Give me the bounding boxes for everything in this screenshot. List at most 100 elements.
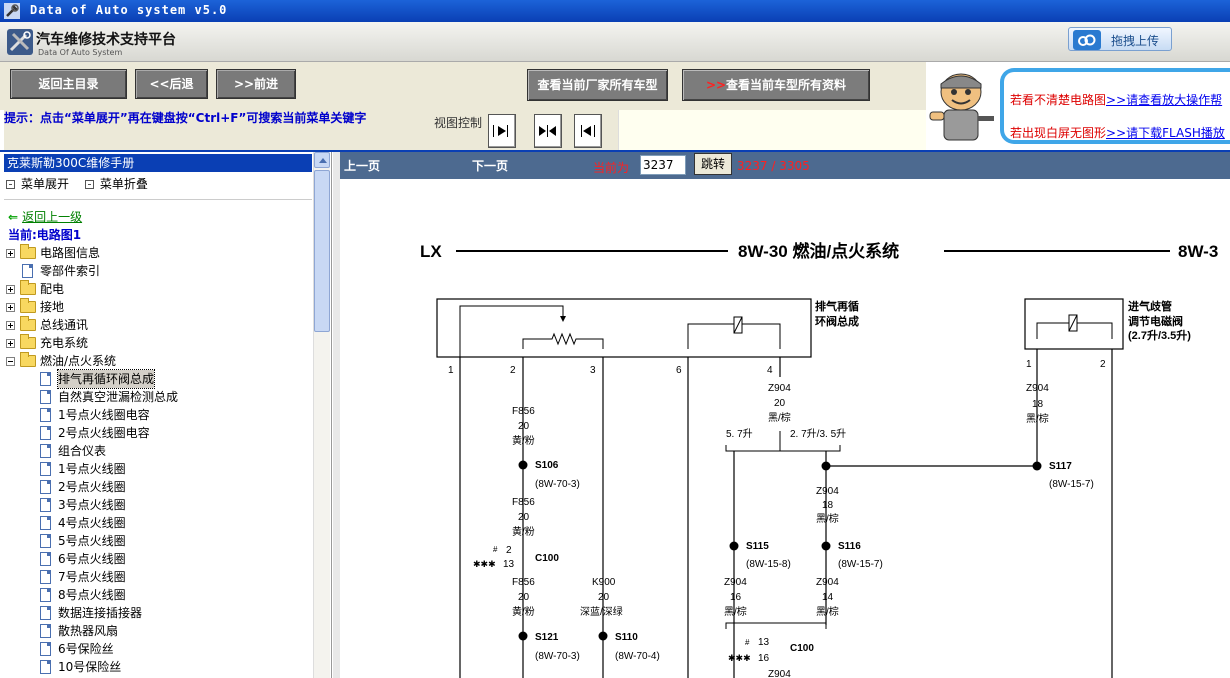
tree-item[interactable]: 6号保险丝	[6, 640, 312, 658]
tree-item[interactable]: 5号点火线圈	[6, 532, 312, 550]
folder-icon	[20, 298, 36, 313]
manual-title: 克莱斯勒300C维修手册	[4, 154, 312, 172]
tree-item[interactable]: 总线通讯	[6, 316, 312, 334]
expand-right-icon	[493, 125, 508, 137]
split-icon	[539, 125, 556, 137]
ad-line-flash: 若出现白屏无图形>>请下载FLASH播放	[1010, 124, 1225, 141]
tree-item-label: 2号点火线圈	[58, 480, 126, 494]
tree-item[interactable]: 排气再循环阀总成	[6, 369, 312, 389]
tree-item[interactable]: 6号点火线圈	[6, 550, 312, 568]
view-all-data-button[interactable]: >>查看当前车型所有资料	[682, 69, 870, 101]
tree-item[interactable]: 1号点火线圈电容	[6, 406, 312, 424]
tree-item-label: 散热器风扇	[58, 624, 119, 638]
iac-label-2: 调节电磁阀	[1128, 314, 1183, 328]
app-subtitle: Data Of Auto System	[38, 48, 123, 57]
tree-item-label: 4号点火线圈	[58, 516, 126, 530]
ad-line-zoom: 若看不清楚电路图>>请查看放大操作帮	[1010, 91, 1222, 108]
splice-s117: S117	[1049, 461, 1072, 472]
minus-collapse-icon[interactable]	[6, 357, 15, 366]
tree-item[interactable]: 组合仪表	[6, 442, 312, 460]
pin-2: 2	[510, 365, 516, 376]
tree-item[interactable]: 电路图信息	[6, 244, 312, 262]
tree-item-label: 数据连接插接器	[58, 606, 143, 620]
scroll-up-arrow-icon[interactable]	[314, 152, 330, 168]
tree-item[interactable]: 4号点火线圈	[6, 514, 312, 532]
tree-item[interactable]: 7号点火线圈	[6, 568, 312, 586]
expand-left-icon	[581, 125, 595, 137]
engine-variant-bracket	[725, 431, 841, 452]
tree-item[interactable]: 配电	[6, 280, 312, 298]
zoom-help-link[interactable]: >>请查看放大操作帮	[1106, 93, 1223, 107]
page-number-input[interactable]	[640, 155, 686, 175]
tree-item[interactable]: 10号保险丝	[6, 658, 312, 676]
tree-item-label: 3号点火线圈	[58, 498, 126, 512]
plus-expand-icon[interactable]	[6, 321, 15, 330]
back-up-link[interactable]: ⇐返回上一级	[8, 208, 82, 225]
variant-57: 5. 7升	[726, 428, 753, 440]
tree-item[interactable]: 2号点火线圈	[6, 478, 312, 496]
tree-item-label: 10号保险丝	[58, 660, 122, 674]
wire-z904-b: Z904	[816, 486, 839, 497]
plus-expand-icon[interactable]	[6, 339, 15, 348]
tree-item-label: 5号点火线圈	[58, 534, 126, 548]
menu-expand-button[interactable]: 菜单展开	[6, 177, 69, 191]
iac-label-3: (2.7升/3.5升)	[1128, 328, 1191, 342]
iac-solenoid-box	[1024, 298, 1124, 350]
splice-s115: S115	[746, 541, 769, 552]
splitter[interactable]	[333, 152, 340, 678]
tree-item[interactable]: 接地	[6, 298, 312, 316]
scroll-thumb[interactable]	[314, 170, 330, 332]
document-icon	[40, 390, 51, 404]
connector-c100: C100	[535, 553, 559, 564]
cloud-upload-icon	[1073, 30, 1101, 50]
view-expand-left-button[interactable]	[574, 114, 602, 148]
wire-z904-a-gauge: 20	[774, 398, 786, 409]
splice-s106: S106	[535, 460, 559, 471]
sidebar-scrollbar[interactable]	[313, 152, 330, 678]
diagram-header-left: LX	[420, 242, 442, 261]
help-ad-panel: 若看不清楚电路图>>请查看放大操作帮 若出现白屏无图形>>请下载FLASH播放	[926, 62, 1230, 150]
prev-page-link[interactable]: 上一页	[344, 159, 381, 173]
tree-item[interactable]: 3号点火线圈	[6, 496, 312, 514]
view-all-models-button[interactable]: 查看当前厂家所有车型	[527, 69, 668, 101]
tree-item[interactable]: 8号点火线圈	[6, 586, 312, 604]
flash-download-link[interactable]: >>请下载FLASH播放	[1106, 126, 1225, 140]
menu-collapse-button[interactable]: 菜单折叠	[84, 177, 148, 191]
drag-upload-button[interactable]: 拖拽上传	[1068, 27, 1172, 51]
iac-internal-wire-2	[1077, 322, 1113, 339]
back-to-main-button[interactable]: 返回主目录	[10, 69, 127, 99]
view-expand-right-button[interactable]	[488, 114, 516, 148]
tree-item[interactable]: 散热器风扇	[6, 622, 312, 640]
splice-s110-ref: (8W-70-4)	[615, 651, 660, 662]
tree-item-label: 电路图信息	[40, 246, 101, 260]
tree-item[interactable]: 充电系统	[6, 334, 312, 352]
back-up-label: 返回上一级	[22, 210, 83, 224]
document-icon	[40, 516, 51, 530]
c100b-stars: ✱✱✱	[728, 653, 751, 663]
window-title-bar[interactable]: Data of Auto system v5.0	[0, 0, 1230, 22]
next-page-link[interactable]: 下一页	[472, 159, 509, 173]
tree-item[interactable]: 数据连接插接器	[6, 604, 312, 622]
tree-item[interactable]: 零部件索引	[6, 262, 312, 280]
back-button[interactable]: <<后退	[135, 69, 208, 99]
tree-item[interactable]: 2号点火线圈电容	[6, 424, 312, 442]
variant-2735: 2. 7升/3. 5升	[790, 428, 846, 440]
tree-item-label: 充电系统	[40, 336, 89, 350]
tree-item-label: 8号点火线圈	[58, 588, 126, 602]
view-split-button[interactable]	[534, 114, 562, 148]
jump-button[interactable]: 跳转	[694, 153, 732, 175]
tools-logo-icon	[7, 29, 33, 55]
plus-expand-icon[interactable]	[6, 249, 15, 258]
wiring-diagram[interactable]: LX 8W-30 燃油/点火系统 8W-3 排气再循 环阀总成 进气歧管 调节电…	[340, 179, 1230, 678]
plus-expand-icon[interactable]	[6, 285, 15, 294]
forward-button[interactable]: >>前进	[216, 69, 296, 99]
wire-z904-a-color: 黑/棕	[768, 411, 791, 424]
plus-expand-icon[interactable]	[6, 303, 15, 312]
tree-item[interactable]: 自然真空泄漏检测总成	[6, 388, 312, 406]
tree-item[interactable]: 燃油/点火系统	[6, 352, 312, 370]
app-title: 汽车维修技术支持平台	[36, 32, 176, 48]
tree-item[interactable]: 1号点火线圈	[6, 460, 312, 478]
egr-internal-wire-2	[687, 323, 735, 349]
double-arrow-icon: >>	[705, 78, 727, 92]
splice-s110-dot	[598, 631, 608, 641]
